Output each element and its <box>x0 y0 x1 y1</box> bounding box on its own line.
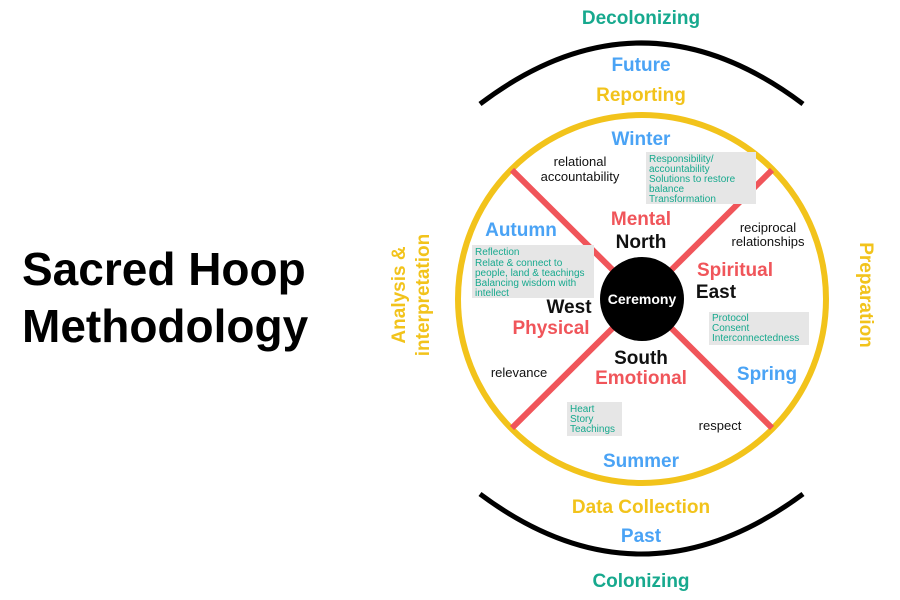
value-reciprocal-1: reciprocal <box>740 220 796 235</box>
top-arc <box>478 40 805 106</box>
season-spring: Spring <box>737 364 797 385</box>
past-label: Past <box>621 526 662 547</box>
season-summer: Summer <box>603 451 680 472</box>
note-line: people, land & teachings <box>475 268 585 279</box>
reporting-label: Reporting <box>596 85 686 106</box>
future-label: Future <box>611 55 670 76</box>
value-relational-1: relational <box>554 154 607 169</box>
note-line: Solutions to restore <box>649 174 736 185</box>
note-line: Responsibility/ <box>649 154 714 165</box>
bottom-arc <box>478 491 805 557</box>
note-autumn-bg <box>472 245 594 298</box>
ceremony-label: Ceremony <box>608 291 677 307</box>
note-line: accountability <box>649 164 710 175</box>
value-relational-2: accountability <box>541 169 620 184</box>
season-autumn: Autumn <box>485 220 557 241</box>
note-line: Transformation <box>649 194 716 205</box>
note-line: Interconnectedness <box>712 333 799 344</box>
note-line: Story <box>570 414 593 425</box>
note-line: balance <box>649 184 684 195</box>
direction-east: East <box>696 282 737 303</box>
note-autumn: Reflection Relate & connect to people, l… <box>475 247 585 299</box>
note-winter: Responsibility/ accountability Solutions… <box>649 154 736 205</box>
preparation-label: Preparation <box>855 242 876 348</box>
note-spring-bg <box>709 312 809 345</box>
analysis-label-1: Analysis & <box>389 246 410 343</box>
value-relevance: relevance <box>491 365 547 380</box>
aspect-physical: Physical <box>512 318 589 339</box>
note-line: Reflection <box>475 247 519 258</box>
note-summer-bg <box>567 402 622 436</box>
title-line-1: Sacred Hoop <box>22 243 306 295</box>
note-line: Relate & connect to <box>475 258 563 269</box>
aspect-spiritual: Spiritual <box>697 260 773 281</box>
decolonizing-label: Decolonizing <box>582 8 700 29</box>
direction-south: South <box>614 348 668 369</box>
note-line: Heart <box>570 404 595 415</box>
note-line: Teachings <box>570 424 615 435</box>
hoop-ring <box>455 112 829 486</box>
colonizing-label: Colonizing <box>592 571 689 592</box>
note-line: Balancing wisdom with <box>475 278 576 289</box>
title-line-2: Methodology <box>22 300 309 352</box>
note-winter-bg <box>646 152 756 204</box>
direction-north: North <box>616 232 667 253</box>
note-spring: Protocol Consent Interconnectedness <box>712 313 799 344</box>
season-winter: Winter <box>612 129 672 150</box>
note-line: Consent <box>712 323 749 334</box>
value-respect: respect <box>699 418 742 433</box>
value-reciprocal-2: relationships <box>732 234 805 249</box>
direction-west: West <box>546 297 592 318</box>
note-line: Protocol <box>712 313 749 324</box>
note-summer: Heart Story Teachings <box>570 404 615 435</box>
aspect-mental: Mental <box>611 209 671 230</box>
ceremony-circle <box>600 257 684 341</box>
note-line: intellect <box>475 288 509 299</box>
aspect-emotional: Emotional <box>595 368 687 389</box>
analysis-label-2: interpretation <box>413 234 434 356</box>
data-collection-label: Data Collection <box>572 497 710 518</box>
